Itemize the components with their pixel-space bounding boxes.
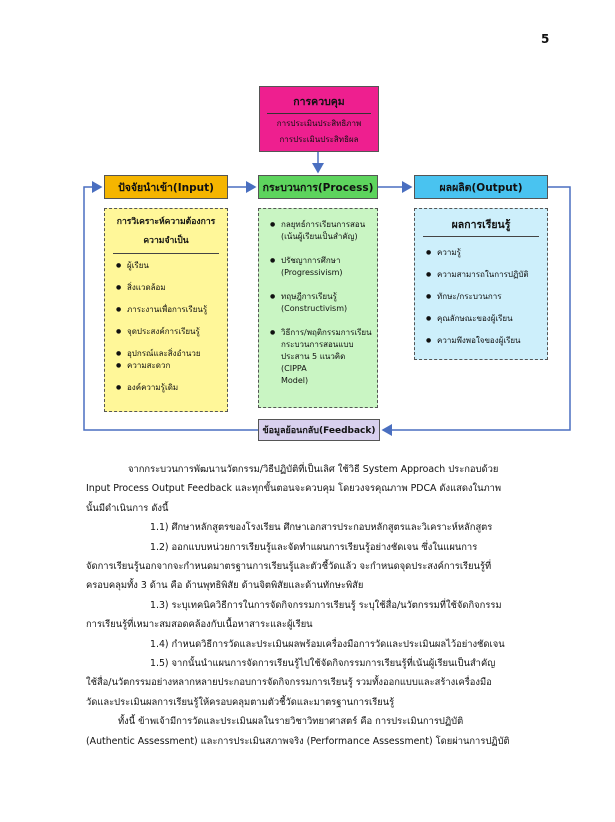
paragraph-line: 1.5) จากนั้นนำแผนการจัดการเรียนรู้ไปใช้จ… xyxy=(150,658,496,670)
list-item-continuation: ความสะดวก xyxy=(116,360,223,372)
process-header: กระบวนการ(Process) xyxy=(258,175,378,199)
control-divider xyxy=(267,113,371,114)
list-item: ความรู้ xyxy=(426,247,543,259)
paragraph-line: ครอบคลุมทั้ง 3 ด้าน คือ ด้านพุทธิพิสัย ด… xyxy=(86,580,364,592)
input-detail-box: การวิเคราะห์ความต้องการ ความจำเป็น ผู้เร… xyxy=(104,208,228,412)
process-theory: ทฤษฎีการเรียนรู้ xyxy=(281,292,337,301)
list-item: ปรัชญาการศึกษา (Progressivism) xyxy=(270,255,373,279)
process-philosophy-note: (Progressivism) xyxy=(281,268,343,277)
paragraph-line: ใช้สื่อ/นวัตกรรมอย่างหลากหลายประกอบการจั… xyxy=(86,677,492,689)
list-item: ผู้เรียน xyxy=(116,260,223,272)
output-subtitle: ผลการเรียนรู้ xyxy=(451,219,511,231)
list-item: กลยุทธ์การเรียนการสอน (เน้นผู้เรียนเป็นสำ… xyxy=(270,219,373,243)
control-box: การควบคุม การประเมินประสิทธิภาพ การประเม… xyxy=(259,86,379,152)
output-feedback-loop xyxy=(381,186,571,436)
paragraph-line: 1.3) ระบุเทคนิควิธีการในการจัดกิจกรรมการ… xyxy=(150,599,502,611)
paragraph-line: Input Process Output Feedback และทุกขั้น… xyxy=(86,483,502,495)
output-subtitle-divider xyxy=(423,236,539,237)
list-item: ความสามารถในการปฏิบัติ xyxy=(426,269,543,281)
paragraph-line: จากกระบวนการพัฒนานวัตกรรม/วิธีปฏิบัติที่… xyxy=(128,464,499,475)
list-item: ภาระงานเพื่อการเรียนรู้ xyxy=(116,304,223,316)
process-strategy: กลยุทธ์การเรียนการสอน xyxy=(281,220,366,229)
paragraph-line: ทั้งนี้ ข้าพเจ้ามีการวัดและประเมินผลในรา… xyxy=(118,716,464,728)
control-title: การควบคุม xyxy=(293,96,345,108)
feedback-to-input-loop xyxy=(83,181,258,431)
paragraph-line: (Authentic Assessment) และการประเมินสภาพ… xyxy=(86,735,510,747)
input-subtitle-line-2: ความจำเป็น xyxy=(143,236,189,246)
process-strategy-note: (เน้นผู้เรียนเป็นสำคัญ) xyxy=(281,232,358,241)
paragraph-line: 1.2) ออกแบบหน่วยการเรียนรู้และจัดทำแผนกา… xyxy=(150,541,478,553)
input-subtitle-line-1: การวิเคราะห์ความต้องการ xyxy=(116,217,216,227)
list-item: คุณลักษณะของผู้เรียน xyxy=(426,313,543,325)
paragraph-line: 1.4) กำหนดวิธีการวัดและประเมินผลพร้อมเคร… xyxy=(150,638,505,650)
list-item: ทฤษฎีการเรียนรู้ (Constructivism) xyxy=(270,291,373,315)
page-number: 5 xyxy=(541,32,550,46)
process-method-line-4: Model) xyxy=(281,376,309,385)
process-method-line-2: กระบวนการสอนแบบ xyxy=(281,340,354,349)
list-item: ทักษะ/กระบวนการ xyxy=(426,291,543,303)
list-item: อุปกรณ์และสิ่งอำนวย xyxy=(116,348,223,360)
control-line-efficiency: การประเมินประสิทธิภาพ xyxy=(276,119,362,128)
output-header: ผลผลิต(Output) xyxy=(414,175,548,199)
input-subtitle-divider xyxy=(113,253,219,254)
process-detail-box: กลยุทธ์การเรียนการสอน (เน้นผู้เรียนเป็นสำ… xyxy=(258,208,378,408)
list-item: วิธีการ/พฤติกรรมการเรียนกระบวนการสอนแบบป… xyxy=(270,327,373,387)
paragraph-line: 1.1) ศึกษาหลักสูตรของโรงเรียน ศึกษาเอกสา… xyxy=(150,522,493,534)
process-theory-note: (Constructivism) xyxy=(281,304,348,313)
process-philosophy: ปรัชญาการศึกษา xyxy=(281,256,341,265)
paragraph-line: จัดการเรียนรู้นอกจากจะกำหนดมาตรฐานการเรี… xyxy=(86,561,492,573)
list-item-continuation-text: ความสะดวก xyxy=(127,361,171,370)
list-item: สิ่งแวดล้อม xyxy=(116,282,223,294)
input-subtitle: การวิเคราะห์ความต้องการ ความจำเป็น xyxy=(111,213,221,251)
control-line-effectiveness: การประเมินประสิทธิผล xyxy=(279,135,359,144)
list-item: ความพึงพอใจของผู้เรียน xyxy=(426,335,543,347)
list-item: องค์ความรู้เดิม xyxy=(116,382,223,394)
list-item: จุดประสงค์การเรียนรู้ xyxy=(116,326,223,338)
process-method: วิธีการ/พฤติกรรมการเรียน xyxy=(281,328,372,337)
process-method-line-3: ประสาน 5 แนวคิด (CIPPA xyxy=(281,352,346,373)
paragraph-line: นั้นมีดำเนินการ ดังนี้ xyxy=(86,502,169,514)
feedback-box: ข้อมูลย้อนกลับ(Feedback) xyxy=(258,419,380,441)
paragraph-line: วัดและประเมินผลการเรียนรู้ให้ครอบคลุมตาม… xyxy=(86,696,395,708)
body-text: จากกระบวนการพัฒนานวัตกรรม/วิธีปฏิบัติที่… xyxy=(86,460,552,751)
input-header: ปัจจัยนำเข้า(Input) xyxy=(104,175,228,199)
output-detail-box: ผลการเรียนรู้ ความรู้ ความสามารถในการปฏิ… xyxy=(414,208,548,360)
paragraph-line: การเรียนรู้ที่เหมาะสมสอดคล้องกับเนื้อหาส… xyxy=(86,619,313,631)
